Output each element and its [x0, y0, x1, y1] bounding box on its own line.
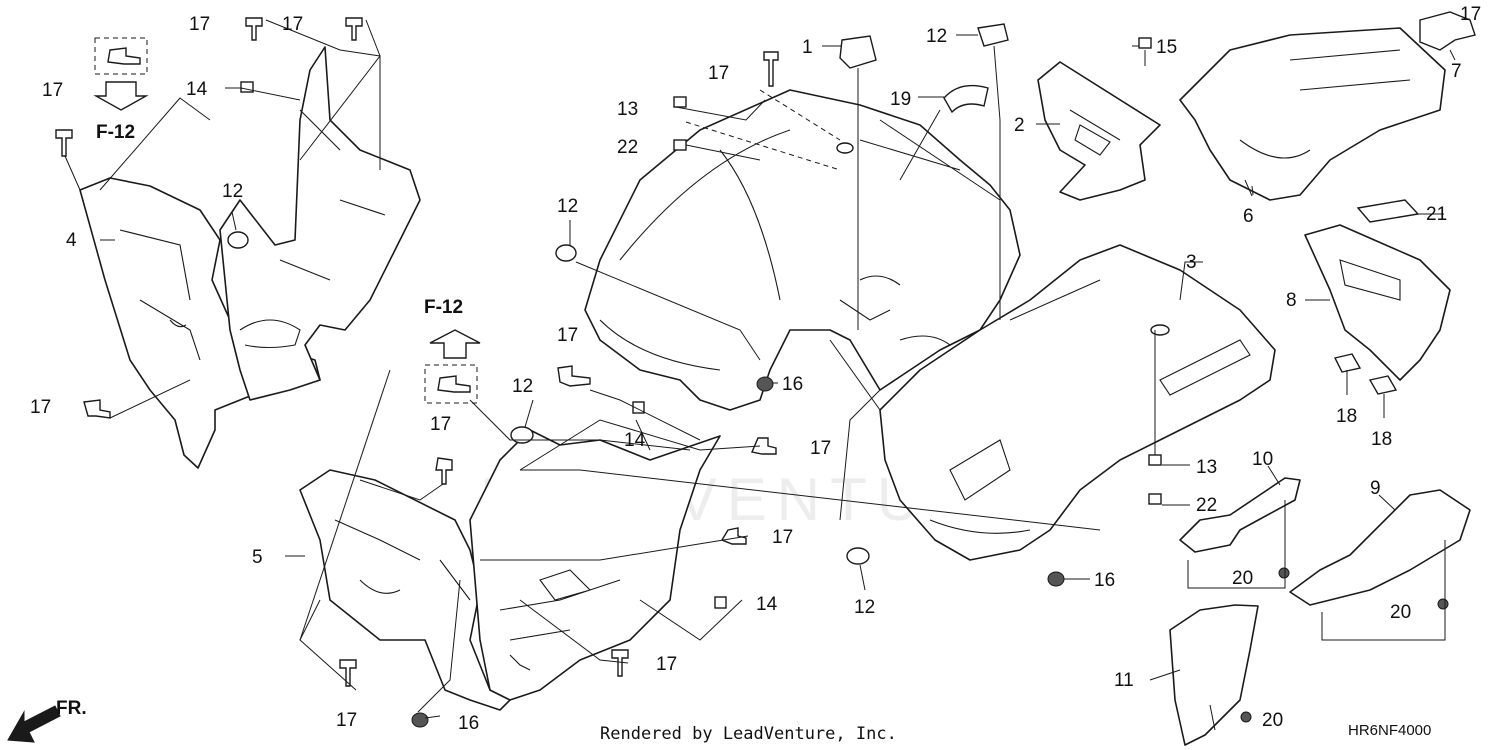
ref-f12-center: F-12 [424, 297, 463, 318]
part-3-right-rear-fender [879, 244, 1276, 561]
callout-12-lower: 12 [512, 376, 533, 397]
callout-16-right: 16 [1094, 570, 1115, 591]
callout-12-bottom: 12 [854, 597, 875, 618]
callout-5: 5 [252, 547, 263, 568]
callout-12-left: 12 [222, 181, 243, 202]
callout-21: 21 [1426, 204, 1447, 225]
hardware-push-rivets [55, 17, 779, 687]
callout-6: 6 [1243, 206, 1254, 227]
callout-17-d: 17 [30, 397, 51, 418]
callout-12-center: 12 [557, 196, 578, 217]
callout-20-a: 20 [1232, 568, 1253, 589]
front-direction-label: FR. [56, 698, 87, 719]
part-floor-step-panel [469, 429, 721, 701]
callout-3: 3 [1186, 252, 1197, 273]
callout-22-lower: 22 [1196, 495, 1217, 516]
callout-18-a: 18 [1336, 406, 1357, 427]
callout-19: 19 [890, 89, 911, 110]
callout-17-e: 17 [708, 63, 729, 84]
callout-14-left: 14 [186, 79, 208, 100]
part-main-rear-fender [584, 89, 1021, 411]
callout-14-lower: 14 [756, 594, 778, 615]
callout-15: 15 [1156, 37, 1177, 58]
diagram-code: HR6NF4000 [1348, 722, 1431, 739]
part-6-rear-cover [1179, 27, 1446, 201]
callout-10: 10 [1252, 449, 1273, 470]
callout-17-c: 17 [42, 80, 63, 101]
callout-16-lower: 16 [458, 713, 479, 734]
hardware-grommets [227, 23, 1009, 565]
callout-17-b: 17 [282, 14, 303, 35]
part-9-lower-trim [1289, 489, 1471, 606]
callout-17-k: 17 [336, 710, 357, 731]
callout-17-a: 17 [189, 14, 210, 35]
hardware-bolts [240, 37, 1449, 728]
front-direction-arrow [7, 705, 61, 743]
part-7-clip [1419, 11, 1476, 51]
part-8-rear-panel [1304, 224, 1451, 381]
callout-13-upper: 13 [617, 99, 638, 120]
render-credit: Rendered by LeadVenture, Inc. [600, 724, 897, 744]
part-10-side-trim [1179, 477, 1301, 553]
callout-17-f: 17 [557, 325, 578, 346]
part-11-lower-guard [1169, 604, 1259, 746]
callout-17-i: 17 [772, 527, 793, 548]
callout-1: 1 [802, 37, 813, 58]
callout-8: 8 [1286, 290, 1297, 311]
part-21-strap [1356, 199, 1420, 223]
part-5-left-floor-panel [219, 46, 421, 401]
callout-16-center: 16 [782, 374, 803, 395]
part-5-lower-left-fender [299, 469, 511, 711]
callout-20-b: 20 [1390, 602, 1411, 623]
callout-20-c: 20 [1262, 710, 1283, 731]
callout-labels: 1 2 3 4 5 6 7 8 9 10 11 12 12 12 12 12 1… [30, 4, 1481, 734]
part-19-clamp [943, 84, 989, 114]
callout-14-center: 14 [624, 430, 646, 451]
reference-boxes [93, 37, 481, 404]
callout-17-l: 17 [1460, 4, 1481, 25]
callout-22-upper: 22 [617, 137, 638, 158]
callout-18-b: 18 [1371, 429, 1392, 450]
callout-12-top: 12 [926, 26, 947, 47]
part-18-rubber-blocks [1333, 353, 1398, 395]
callout-11: 11 [1114, 670, 1134, 691]
callout-17-g: 17 [430, 414, 451, 435]
ref-f12-left: F-12 [96, 122, 135, 143]
leader-lines [64, 19, 1456, 731]
callout-7: 7 [1451, 61, 1462, 82]
callout-2: 2 [1014, 115, 1025, 136]
callout-17-h: 17 [810, 438, 831, 459]
callout-13-lower: 13 [1196, 457, 1217, 478]
callout-17-j: 17 [656, 654, 677, 675]
callout-4: 4 [66, 230, 77, 251]
part-2-bracket [1037, 61, 1161, 201]
callout-9: 9 [1370, 478, 1381, 499]
